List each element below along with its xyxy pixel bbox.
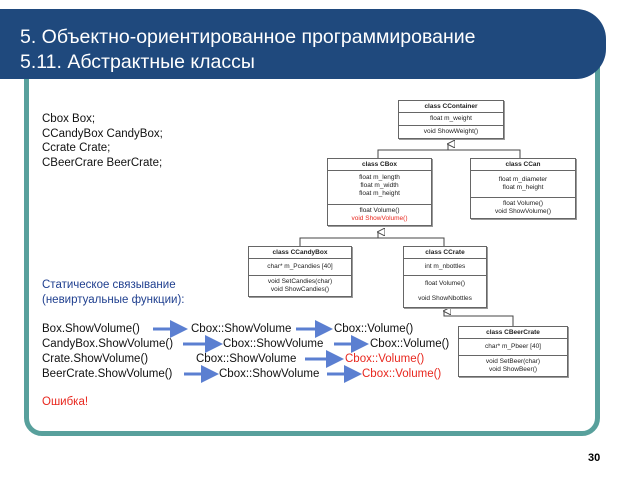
uml-fields: char* m_Pcandies [40] (249, 259, 351, 276)
error-text: Ошибка! (42, 396, 89, 408)
uml-field: float m_width (360, 182, 399, 189)
uml-method: float Volume() (359, 207, 400, 214)
uml-method: void SetCandies(char) (267, 278, 333, 285)
uml-field: float m_height (502, 184, 544, 191)
uml-class-name: class CCan (471, 159, 575, 171)
call-target: Cbox::Volume() (345, 353, 425, 365)
inheritance-line (378, 237, 445, 246)
call-expression: Box.ShowVolume() (42, 323, 140, 335)
uml-field: char* m_Pcandies [40] (267, 263, 333, 270)
call-via: Cbox::ShowVolume (196, 353, 297, 365)
uml-method: void ShowWeight() (423, 128, 479, 135)
uml-field: float m_diameter (498, 176, 548, 183)
uml-field: float m_length (359, 174, 400, 181)
uml-class-cbeercrate: class CBeerCrate char* m_Pbeer [40] void… (458, 326, 568, 377)
uml-method: void SetBeer(char) (485, 358, 541, 365)
uml-method: void ShowNbottles (418, 295, 472, 302)
inheritance-line (444, 311, 514, 326)
declaration-line: Cbox Box; (42, 113, 96, 125)
uml-methods: void SetBeer(char) void ShowBeer() (459, 356, 567, 376)
calls-block: Box.ShowVolume() Cbox::ShowVolume Cbox::… (42, 323, 472, 393)
uml-method: float Volume() (502, 200, 544, 207)
call-expression: CandyBox.ShowVolume() (42, 338, 174, 350)
uml-class-ccan: class CCan float m_diameter float m_heig… (470, 158, 576, 219)
uml-methods: float Volume() void ShowVolume() (328, 205, 431, 225)
uml-class-ccontainer: class CContainer float m_weight void Sho… (398, 100, 504, 139)
declaration-line: CCandyBox CandyBox; (42, 127, 163, 140)
call-expression: Crate.ShowVolume() (42, 353, 149, 365)
uml-class-name: class CCandyBox (249, 247, 351, 259)
uml-class-ccrate: class CCrate int m_nbottles float Volume… (403, 246, 487, 308)
uml-class-ccandybox: class CCandyBox char* m_Pcandies [40] vo… (248, 246, 352, 297)
uml-methods: float Volume() void ShowVolume() (471, 198, 575, 218)
call-target: Cbox::Volume() (370, 338, 450, 350)
uml-fields: int m_nbottles (404, 259, 486, 276)
uml-method: void ShowVolume() (495, 208, 551, 215)
uml-methods: float Volume() void ShowNbottles (404, 276, 486, 307)
uml-methods: void ShowWeight() (399, 126, 503, 138)
uml-class-name: class CBeerCrate (459, 327, 567, 339)
declarations-block: Cbox Box; CCandyBox CandyBox; Ccrate Cra… (42, 112, 163, 170)
uml-methods: void SetCandies(char) void ShowCandies() (249, 276, 351, 296)
uml-class-name: class CCrate (404, 247, 486, 259)
uml-class-name: class CBox (328, 159, 431, 171)
uml-method: void ShowVolume() (351, 215, 408, 222)
title-line-2: 5.11. Абстрактные классы (20, 51, 255, 73)
uml-class-cbox: class CBox float m_length float m_width … (327, 158, 432, 226)
uml-fields: float m_diameter float m_height (471, 171, 575, 198)
title-line-1: 5. Объектно-ориентированное программиров… (20, 26, 476, 48)
declaration-line: CBeerCrare BeerCrate; (42, 156, 163, 169)
static-binding-label: Статическое связывание (невиртуальные фу… (42, 278, 185, 308)
uml-fields: float m_weight (399, 113, 503, 126)
call-expression: BeerCrate.ShowVolume() (42, 368, 173, 380)
uml-field: int m_nbottles (424, 263, 466, 270)
slide-title: 5. Объектно-ориентированное программиров… (20, 25, 475, 75)
call-target: Cbox::Volume() (334, 323, 414, 335)
uml-fields: char* m_Pbeer [40] (459, 339, 567, 356)
uml-field: float m_weight (430, 115, 472, 122)
inheritance-line (299, 232, 378, 246)
inheritance-line (377, 144, 448, 158)
uml-method: void ShowBeer() (488, 366, 538, 373)
call-via: Cbox::ShowVolume (191, 323, 292, 335)
call-via: Cbox::ShowVolume (219, 368, 320, 380)
uml-class-name: class CContainer (399, 101, 503, 113)
call-via: Cbox::ShowVolume (223, 338, 324, 350)
call-target: Cbox::Volume() (362, 368, 442, 380)
uml-field: char* m_Pbeer [40] (484, 343, 541, 350)
title-banner: 5. Объектно-ориентированное программиров… (0, 9, 606, 79)
uml-field: float m_height (359, 190, 400, 197)
uml-method: void ShowCandies() (270, 286, 330, 293)
inheritance-line (448, 149, 521, 158)
uml-fields: float m_length float m_width float m_hei… (328, 171, 431, 205)
static-binding-line-2: (невиртуальные функции): (42, 294, 185, 306)
page-number: 30 (588, 452, 601, 464)
declaration-line: Ccrate Crate; (42, 142, 111, 154)
static-binding-line-1: Статическое связывание (42, 279, 176, 291)
uml-method: float Volume() (424, 280, 466, 287)
